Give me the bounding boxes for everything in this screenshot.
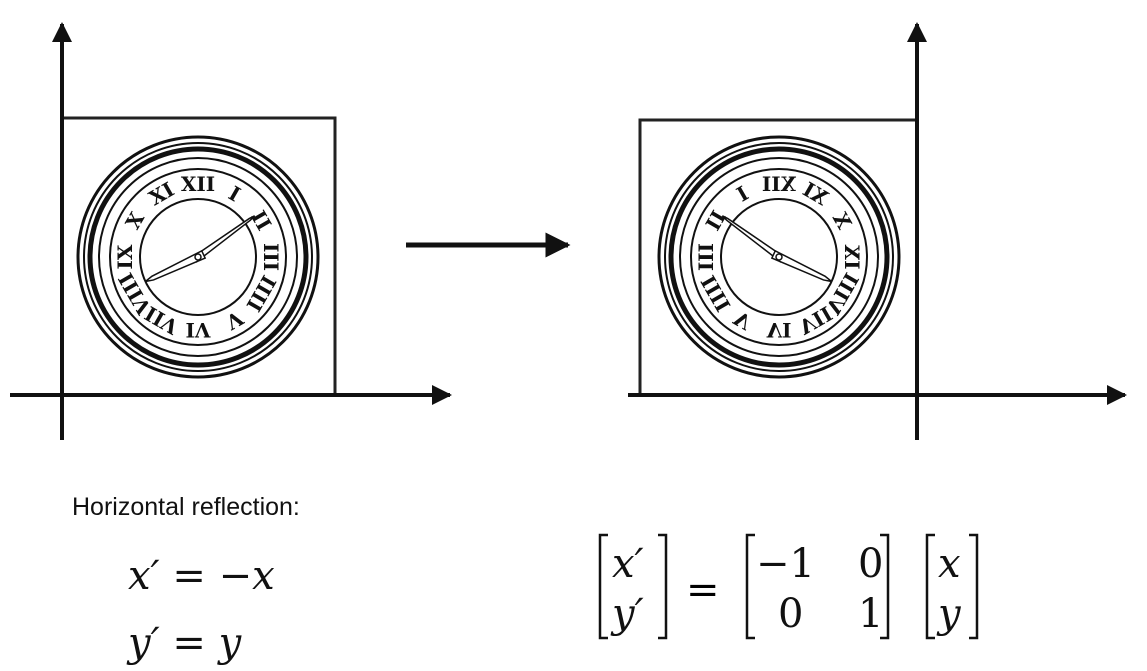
result-y: y′ — [612, 591, 644, 637]
eq-x-lhs: x′ — [128, 553, 160, 599]
left-plot — [10, 22, 452, 440]
matrix-a11: −1 — [756, 541, 815, 587]
clock-image-right — [659, 137, 899, 377]
equation-x: x′ = −x — [128, 553, 275, 599]
eq-x-rhs: −x — [218, 553, 275, 599]
matrix-a22: 1 — [858, 591, 884, 637]
input-x: x — [938, 541, 961, 587]
input-y: y — [938, 591, 961, 637]
eq-y-op: = — [172, 620, 206, 666]
eq-y-rhs: y — [218, 620, 242, 666]
eq-y-lhs: y′ — [128, 620, 160, 666]
matrix-a21: 0 — [778, 591, 804, 637]
caption: Horizontal reflection: — [72, 493, 300, 521]
equation-y: y′ = y — [128, 620, 241, 666]
matrix-a12: 0 — [858, 541, 884, 587]
matrix-equals: = — [686, 567, 720, 613]
right-plot — [628, 22, 1127, 440]
matrix-brackets — [598, 533, 979, 640]
result-x: x′ — [612, 541, 644, 587]
eq-x-op: = — [172, 553, 206, 599]
clock-image-left — [78, 137, 318, 377]
